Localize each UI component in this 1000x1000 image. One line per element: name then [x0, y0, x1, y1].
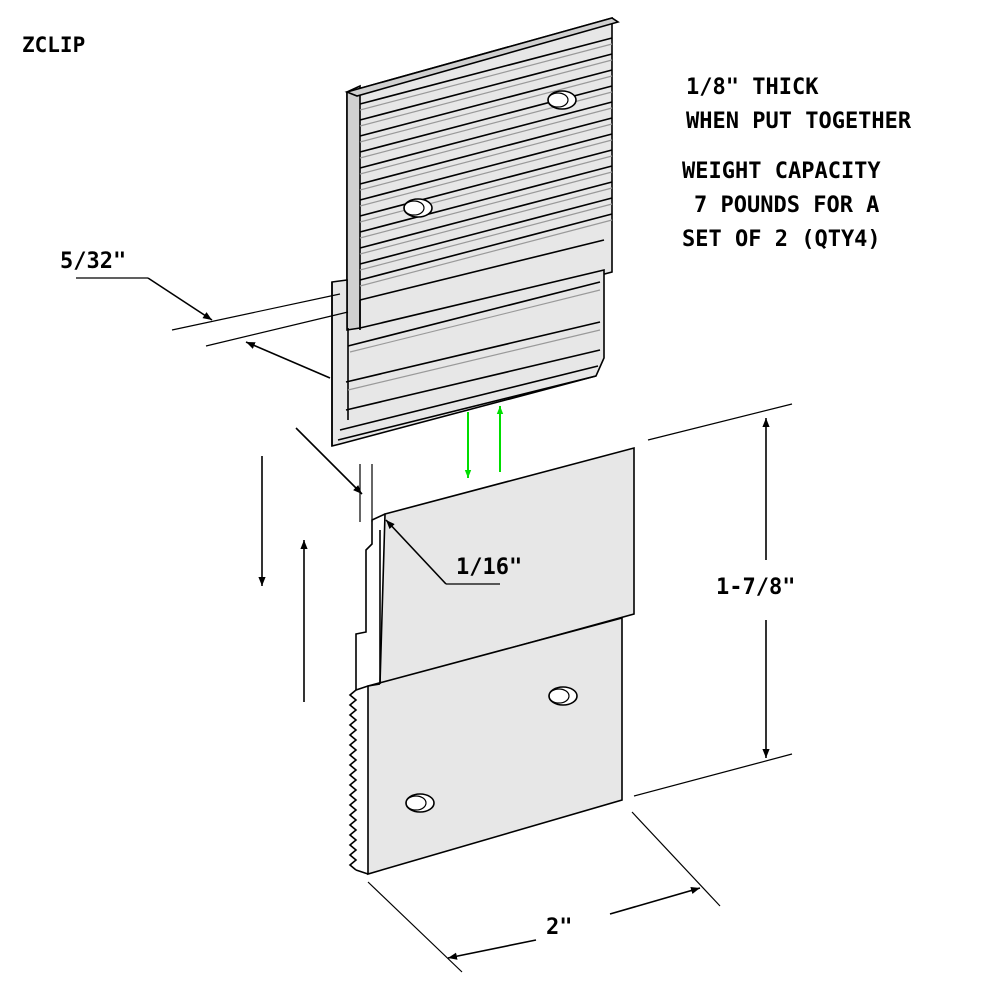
lower-clip [348, 446, 635, 876]
weight-note-line-2: 7 POUNDS FOR A [694, 193, 879, 218]
dim-height: 1-7/8" [633, 403, 795, 797]
rib-highlight [359, 187, 613, 255]
dim-gap-label: 1/16" [456, 555, 522, 580]
upper-screw-hole-2 [403, 198, 433, 218]
dim-offset: 5/32" [60, 249, 349, 379]
dim-offset-label: 5/32" [60, 249, 126, 274]
upper-clip-flange [331, 268, 605, 448]
rib-line [359, 197, 613, 265]
rib-line [359, 213, 613, 281]
dim-width: 2" [367, 811, 721, 973]
thickness-note-line-1: 1/8" THICK [686, 75, 819, 100]
rib-highlight [359, 107, 613, 175]
lower-clip-upper-panel [379, 446, 635, 686]
dim-gap: 1/16" [295, 427, 522, 585]
weight-note: WEIGHT CAPACITY 7 POUNDS FOR A SET OF 2 … [682, 159, 881, 252]
rib-highlight [359, 219, 613, 287]
rib-highlight [359, 75, 613, 143]
upper-clip-top-edge [344, 17, 620, 97]
rib-highlight [359, 203, 613, 271]
engage-arrows [464, 406, 504, 478]
rib-highlight [359, 155, 613, 223]
weight-note-line-1: WEIGHT CAPACITY [682, 159, 881, 184]
rib-line [359, 181, 613, 249]
dim-height-label: 1-7/8" [716, 575, 795, 600]
weight-note-line-3: SET OF 2 (QTY4) [682, 227, 881, 252]
rib-highlight [359, 59, 613, 127]
rib-highlight [359, 139, 613, 207]
rib-line [359, 69, 613, 137]
rib-highlight [359, 43, 613, 111]
upper-screw-hole-1 [547, 90, 577, 110]
lower-clip-lower-panel [367, 616, 623, 876]
rib-line [359, 133, 613, 201]
upper-clip-edge [346, 84, 361, 344]
rib-line [359, 149, 613, 217]
rib-line [359, 165, 613, 233]
motion-arrows [258, 456, 308, 702]
drawing-title: ZCLIP [22, 33, 85, 57]
rib-highlight [359, 171, 613, 239]
rib-line [359, 101, 613, 169]
rib-line [359, 117, 613, 185]
rib-line [359, 53, 613, 121]
rib-line [359, 37, 613, 105]
rib-highlight [359, 123, 613, 191]
dim-width-label: 2" [546, 915, 573, 940]
thickness-note-line-2: WHEN PUT TOGETHER [686, 109, 912, 134]
thickness-note: 1/8" THICK WHEN PUT TOGETHER [686, 75, 912, 134]
lower-screw-hole-2 [405, 793, 435, 813]
lower-screw-hole-1 [548, 686, 578, 706]
upper-clip [331, 16, 620, 448]
lower-clip-serrated-edge [348, 689, 358, 871]
